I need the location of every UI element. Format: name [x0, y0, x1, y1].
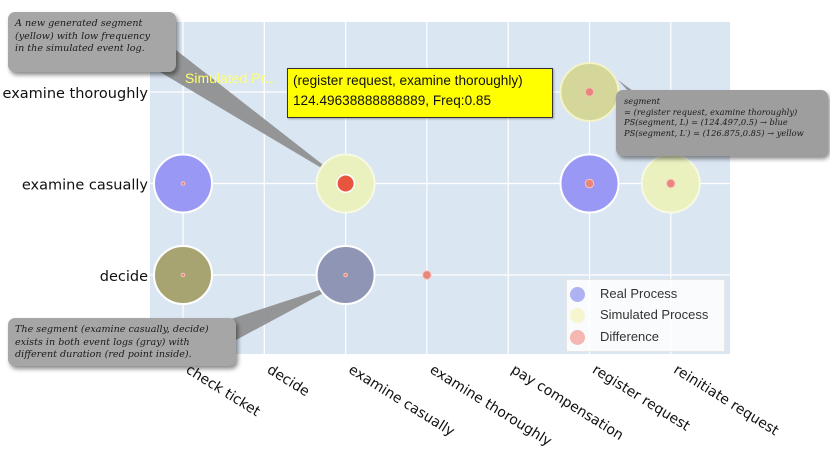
- x-tick-label: decide: [264, 362, 312, 400]
- difference-dot: [666, 178, 676, 189]
- difference-dot: [584, 178, 595, 189]
- bubbles: [153, 62, 701, 305]
- difference-dot: [180, 181, 186, 186]
- real-process-swatch: [570, 287, 585, 302]
- legend-label-real: Real Process: [600, 286, 678, 301]
- callout-top-line: A new generated segment: [15, 18, 143, 29]
- y-axis-labels: decide examine casually examine thoroughly: [3, 86, 149, 285]
- data-point[interactable]: [640, 153, 701, 214]
- difference-dot: [422, 270, 432, 280]
- callout-bottom-line: The segment (examine casually, decide): [15, 324, 209, 335]
- data-point[interactable]: [559, 62, 620, 122]
- point-tooltip: (register request, examine thoroughly) 1…: [287, 68, 553, 118]
- difference-swatch: [570, 330, 585, 345]
- difference-dot: [584, 87, 595, 97]
- callout-bottom-line: different duration (red point inside).: [15, 349, 192, 360]
- legend-label-simulated: Simulated Process: [600, 307, 709, 322]
- callout-bottom-pointer: [222, 282, 344, 340]
- y-tick-label: examine thoroughly: [3, 86, 149, 102]
- y-tick-label: decide: [100, 269, 148, 285]
- callout-top-pointer: [150, 50, 345, 182]
- data-point[interactable]: [315, 245, 376, 305]
- callout-top-line: (yellow) with low frequency: [15, 30, 151, 42]
- callout-shared-segment: The segment (examine casually, decide) e…: [8, 318, 236, 366]
- difference-dot: [337, 175, 354, 192]
- callout-right-line: PS(segment, L) = (124.497,0.5) → blue: [624, 117, 788, 127]
- legend-label-difference: Difference: [600, 329, 660, 344]
- data-point[interactable]: [153, 245, 213, 305]
- legend: Real Process Simulated Process Differenc…: [566, 279, 725, 352]
- callout-right-line: PS(segment, L′) = (126.875,0.85) → yello…: [624, 127, 804, 138]
- data-point[interactable]: [153, 153, 213, 214]
- callout-right-line: = (register request, examine thoroughly): [624, 106, 798, 117]
- difference-dot: [343, 272, 348, 278]
- data-point[interactable]: [559, 153, 620, 214]
- x-tick-label: check ticket: [183, 362, 263, 420]
- simulated-process-swatch: [570, 308, 585, 323]
- callout-top-line: in the simulated event log.: [15, 43, 145, 54]
- data-point[interactable]: [315, 153, 376, 214]
- tooltip-segment: (register request, examine thoroughly): [293, 73, 523, 88]
- callout-new-segment: A new generated segment (yellow) with lo…: [8, 12, 176, 72]
- callout-segment-detail: segment = (register request, examine tho…: [616, 90, 828, 156]
- difference-dot: [180, 272, 186, 278]
- callout-bottom-line: exists in both event logs (gray) with: [15, 336, 190, 348]
- callout-right-line: segment: [624, 96, 660, 106]
- legend-ghost-label: Simulated Pr...: [185, 70, 277, 86]
- y-tick-label: examine casually: [22, 178, 149, 194]
- data-point[interactable]: [422, 270, 432, 280]
- tooltip-value: 124.49638888888889, Freq:0.85: [293, 93, 492, 108]
